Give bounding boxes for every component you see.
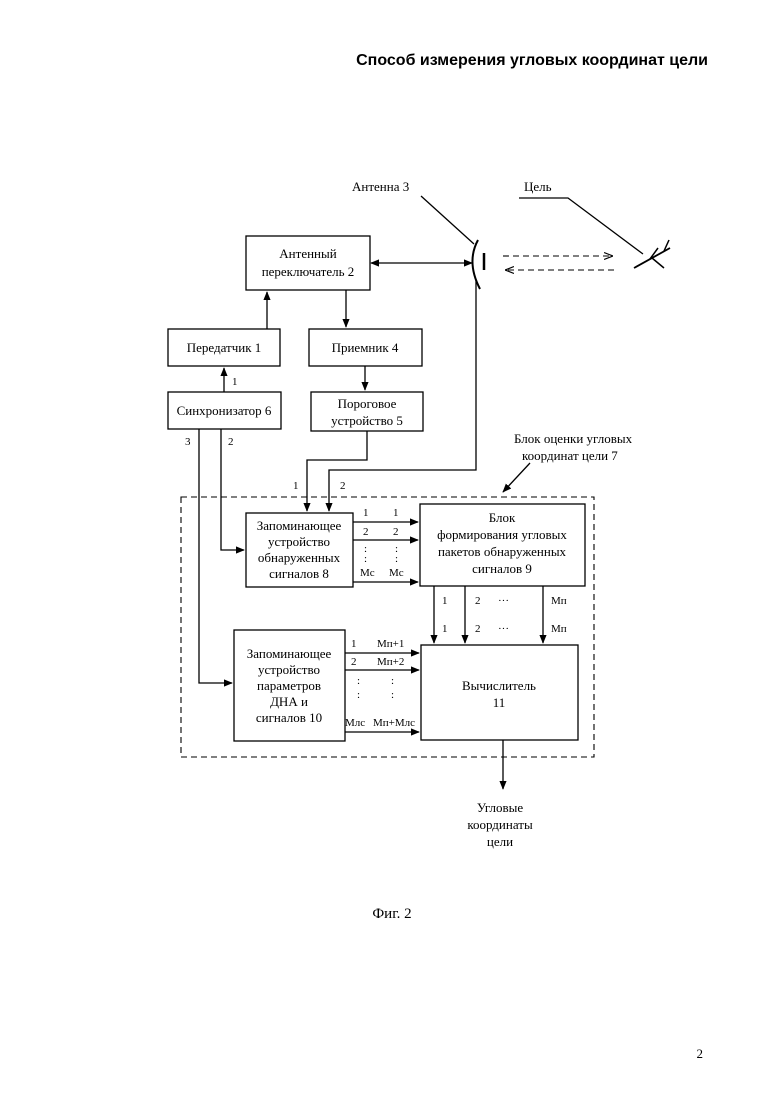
antenna-leader-line bbox=[420, 195, 475, 245]
angle-estimation-unit-7 bbox=[180, 496, 595, 758]
m11-in-mp2: Mп+2 bbox=[377, 656, 404, 668]
block7-label-1: Блок оценки угловых bbox=[514, 431, 633, 446]
m10-out-1: 1 bbox=[351, 638, 357, 650]
figure-caption: Фиг. 2 bbox=[372, 906, 411, 922]
m8-dots-a: : bbox=[364, 543, 367, 555]
sync-to-memory8-arrow bbox=[220, 429, 245, 554]
m11-in-mp: Mп bbox=[551, 623, 567, 635]
former9-label-1: Блок bbox=[489, 510, 516, 525]
memory10-label-4: ДНА и bbox=[270, 694, 308, 709]
m10-out-2: 2 bbox=[351, 656, 357, 668]
calc11-label-1: Вычислитель bbox=[462, 678, 536, 693]
memory10-label-2: устройство bbox=[258, 662, 320, 677]
m11-in-1: 1 bbox=[442, 623, 448, 635]
m8-out-2: 2 bbox=[363, 526, 369, 538]
m9-out-mp: Mп bbox=[551, 595, 567, 607]
target-label: Цель bbox=[524, 179, 552, 194]
m10-dots-b: : bbox=[357, 689, 360, 701]
memory10-label-5: сигналов 10 bbox=[256, 710, 322, 725]
m9-out-2: 2 bbox=[475, 595, 481, 607]
m11-in-mpmlc: Mп+Mлс bbox=[373, 717, 415, 729]
m10-dots-a: : bbox=[357, 675, 360, 687]
memory8-in-2: 2 bbox=[340, 480, 346, 492]
switch-label-2: переключатель 2 bbox=[262, 264, 355, 279]
memory8-label-3: обнаруженных bbox=[258, 550, 341, 565]
m9-in-1: 1 bbox=[393, 507, 399, 519]
m8-out-1: 1 bbox=[363, 507, 369, 519]
antenna-switch-block bbox=[245, 235, 371, 291]
m11b-dots-b: : bbox=[391, 689, 394, 701]
m11-in-2: 2 bbox=[475, 623, 481, 635]
threshold-to-memory8-arrow bbox=[303, 431, 368, 512]
memory8-label-1: Запоминающее bbox=[257, 518, 342, 533]
synchronizer-label: Синхронизатор 6 bbox=[177, 403, 272, 418]
m11b-dots-a: : bbox=[391, 675, 394, 687]
output-label-3: цели bbox=[487, 834, 513, 849]
block7-label-2: координат цели 7 bbox=[522, 448, 618, 463]
calculator-block bbox=[420, 644, 579, 741]
m11-in-mp1: Mп+1 bbox=[377, 638, 404, 650]
antenna-label: Антенна 3 bbox=[352, 179, 409, 194]
synchronizer-block bbox=[167, 391, 282, 430]
threshold-label-2: устройство 5 bbox=[331, 413, 403, 428]
former9-label-2: формирования угловых bbox=[437, 527, 567, 542]
threshold-device-block bbox=[310, 391, 424, 432]
sync-port-2: 2 bbox=[228, 436, 234, 448]
m10-out-mlc: Mлс bbox=[345, 717, 365, 729]
former9-label-4: сигналов 9 bbox=[472, 561, 532, 576]
transmitter-label: Передатчик 1 bbox=[187, 340, 262, 355]
switch-label-1: Антенный bbox=[279, 246, 336, 261]
receiver-label: Приемник 4 bbox=[332, 340, 399, 355]
calc11-label-2: 11 bbox=[493, 695, 506, 710]
page-number: 2 bbox=[697, 1046, 704, 1061]
transmitter-block bbox=[167, 328, 281, 367]
sync-port-1: 1 bbox=[232, 376, 238, 388]
memory10-label-3: параметров bbox=[257, 678, 321, 693]
m9-dots-b: : bbox=[395, 553, 398, 565]
memory10-label-1: Запоминающее bbox=[247, 646, 332, 661]
m9-in-mc: Mс bbox=[389, 567, 404, 579]
m11-in-dots: ··· bbox=[498, 623, 509, 635]
angle-packet-former-block bbox=[419, 503, 586, 587]
m8-out-mc: Mс bbox=[360, 567, 375, 579]
target-aircraft-icon bbox=[633, 239, 671, 269]
m9-in-2: 2 bbox=[393, 526, 399, 538]
former9-label-3: пакетов обнаруженных bbox=[438, 544, 567, 559]
sync-to-memory10-arrow bbox=[198, 429, 233, 687]
m9-out-dots: ··· bbox=[498, 595, 509, 607]
sync-port-3: 3 bbox=[185, 436, 191, 448]
antenna-pattern-memory-block bbox=[233, 629, 346, 742]
output-label-1: Угловые bbox=[477, 800, 524, 815]
memory8-in-1: 1 bbox=[293, 480, 299, 492]
page-title: Способ измерения угловых координат цели bbox=[356, 52, 708, 69]
m9-dots-a: : bbox=[395, 543, 398, 555]
memory8-label-2: устройство bbox=[268, 534, 330, 549]
detected-signals-memory-block bbox=[245, 512, 354, 588]
memory8-label-4: сигналов 8 bbox=[269, 566, 329, 581]
block7-pointer-arrow bbox=[502, 462, 531, 493]
m8-dots-b: : bbox=[364, 553, 367, 565]
antenna-icon bbox=[471, 239, 486, 290]
output-label-2: координаты bbox=[467, 817, 533, 832]
threshold-label-1: Пороговое bbox=[338, 396, 397, 411]
target-leader-line bbox=[519, 197, 644, 255]
antenna-to-memory8-arrow bbox=[325, 280, 477, 512]
m9-out-1: 1 bbox=[442, 595, 448, 607]
